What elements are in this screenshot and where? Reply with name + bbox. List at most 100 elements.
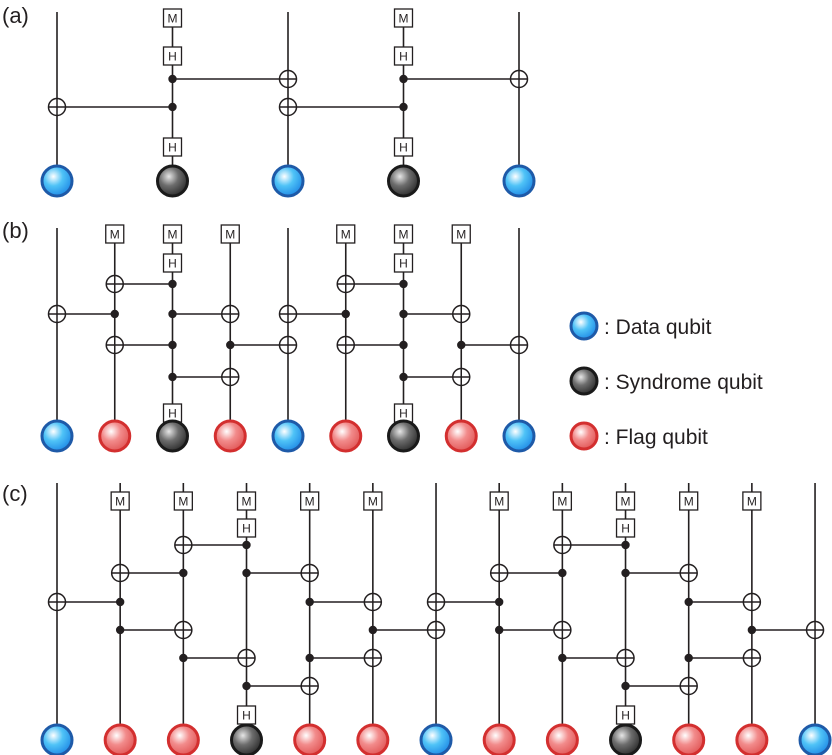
measure-gate-box (393, 8, 414, 28)
measure-gate-box (742, 491, 762, 511)
measure-gate: M (220, 224, 240, 244)
cnot-target-icon (47, 304, 67, 324)
cnot-target-icon (278, 335, 298, 355)
hadamard-gate: H (615, 705, 636, 725)
measure-gate-box (220, 224, 240, 244)
cnot-target-icon (221, 367, 240, 387)
measure-gate-label: M (494, 495, 504, 509)
measure-gate-label: M (368, 495, 378, 509)
measure-gate-label: M (456, 228, 466, 242)
hadamard-gate-label: H (168, 407, 177, 421)
hadamard-gate-label: H (399, 257, 408, 271)
cnot-control-dot (168, 309, 177, 319)
measure-gate: M (363, 491, 383, 511)
hadamard-gate-box (162, 253, 183, 273)
data-qubit-icon (569, 311, 599, 341)
hadamard-gate: H (393, 403, 414, 423)
data-qubit-icon (271, 419, 305, 453)
legend: : Data qubit : Syndrome qubit : Flag qub… (569, 311, 763, 451)
cnot-target-icon (426, 620, 446, 640)
cnot-target-icon (47, 592, 67, 612)
measure-gate: M (489, 491, 509, 511)
measure-gate-box (451, 224, 471, 244)
syndrome-qubit-icon (609, 723, 643, 755)
cnot-target-icon (509, 69, 529, 89)
measure-gate: M (105, 224, 125, 244)
data-qubit-icon (419, 723, 453, 755)
data-qubit-icon (40, 723, 74, 755)
measure-gate: M (552, 491, 573, 511)
measure-gate-box (679, 491, 699, 511)
measure-gate: M (236, 491, 257, 511)
cnot-target-icon (616, 648, 635, 668)
hadamard-gate: H (162, 137, 183, 157)
cnot-target-icon (336, 335, 355, 355)
cnot-control-dot (305, 597, 314, 607)
hadamard-gate-label: H (399, 141, 408, 155)
measure-gate-label: M (621, 495, 631, 509)
data-qubit-icon (798, 723, 832, 755)
cnot-control-dot (115, 625, 125, 635)
measure-gate-box (162, 8, 183, 28)
cnot-target-icon (509, 335, 529, 355)
flag-qubit-icon (482, 723, 516, 755)
hadamard-gate-box (162, 46, 183, 66)
cnot-target-icon (174, 535, 193, 555)
legend-item-syndrome: : Syndrome qubit (569, 366, 763, 396)
measure-gate-box (489, 491, 509, 511)
flag-qubit-icon (103, 723, 137, 755)
measure-gate-label: M (242, 495, 252, 509)
measure-gate: M (110, 491, 130, 511)
cnot-control-dot (368, 625, 378, 635)
hadamard-gate: H (393, 253, 414, 273)
hadamard-gate-label: H (168, 141, 177, 155)
measure-gate-box (236, 491, 257, 511)
cnot-target-icon (110, 563, 130, 583)
flag-qubit-icon (672, 723, 706, 755)
cnot-target-icon (174, 620, 193, 640)
cnot-control-dot (558, 568, 567, 578)
measure-gate-label: M (115, 495, 125, 509)
panel-c-label: (c) (2, 481, 28, 506)
cnot-target-icon (452, 367, 471, 387)
syndrome-qubit-icon (156, 419, 189, 453)
cnot-target-icon (278, 97, 298, 117)
measure-gate-box (363, 491, 383, 511)
measure-gate: M (393, 224, 414, 244)
measure-gate-label: M (168, 12, 178, 26)
measure-gate-box (615, 491, 636, 511)
measure-gate-box (552, 491, 573, 511)
flag-qubit-icon (545, 723, 579, 755)
hadamard-gate-label: H (242, 522, 251, 536)
measure-gate-label: M (747, 495, 757, 509)
cnot-control-dot (242, 568, 251, 578)
legend-item-flag: : Flag qubit (569, 421, 708, 451)
hadamard-gate-label: H (242, 709, 251, 723)
cnot-target-icon (363, 592, 383, 612)
measure-gate: M (451, 224, 471, 244)
measure-gate-label: M (110, 228, 120, 242)
cnot-control-dot (168, 102, 177, 112)
measure-gate: M (742, 491, 762, 511)
measure-gate-box (393, 224, 414, 244)
cnot-target-icon (47, 97, 67, 117)
cnot-control-dot (558, 653, 567, 663)
measure-gate: M (679, 491, 699, 511)
cnot-target-icon (679, 676, 698, 696)
hadamard-gate-label: H (168, 257, 177, 271)
measure-gate-label: M (225, 228, 235, 242)
measure-gate-label: M (305, 495, 315, 509)
cnot-control-dot (168, 279, 177, 289)
cnot-control-dot (747, 625, 757, 635)
cnot-target-icon (742, 648, 762, 668)
measure-gate: M (336, 224, 356, 244)
cnot-control-dot (399, 74, 408, 84)
data-qubit-icon (40, 164, 74, 198)
syndrome-qubit-icon (387, 164, 420, 198)
cnot-control-dot (179, 568, 188, 578)
cnot-target-icon (553, 620, 572, 640)
hadamard-gate: H (162, 46, 183, 66)
